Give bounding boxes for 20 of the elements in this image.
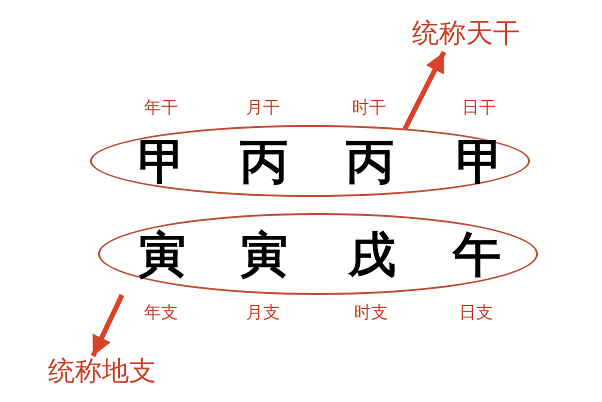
arrow: [90, 294, 124, 358]
pillar-label: 年支: [144, 303, 178, 323]
pillar-label: 月干: [246, 98, 280, 118]
pillar-label: 月支: [246, 303, 280, 323]
summary-label: 统称地支: [48, 356, 168, 390]
pillar-label: 日支: [459, 303, 493, 323]
stem-character: 寅: [239, 229, 289, 281]
pillar-label: 时干: [352, 98, 386, 118]
arrow: [402, 50, 446, 131]
stem-character: 丙: [239, 136, 289, 188]
summary-label: 统称天干: [412, 18, 532, 52]
pillar-label: 年干: [144, 98, 178, 118]
stem-character: 戌: [346, 229, 397, 281]
pillar-label: 日干: [462, 98, 496, 118]
stem-character: 丙: [345, 136, 395, 188]
stem-character: 寅: [137, 229, 187, 281]
pillar-label: 时支: [354, 303, 388, 323]
stem-character: 午: [451, 229, 502, 281]
stem-character: 甲: [137, 136, 187, 188]
stem-character: 甲: [455, 136, 505, 188]
